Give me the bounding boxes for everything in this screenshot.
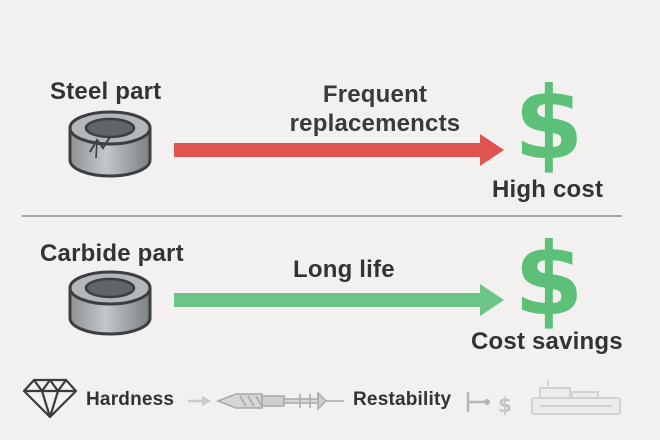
long-life-label: Long life [293,256,395,283]
hardness-label: Hardness [86,389,175,410]
dollar-icon: $ [498,393,512,417]
frequent-replacements-arrow [174,134,504,166]
restability-label: Restability [353,389,452,410]
long-life-arrow [174,284,504,316]
steel-part-icon [68,110,152,178]
dollar-icon-cost-savings: $ [514,221,584,338]
steel-part-label: Steel part [50,78,162,105]
dollar-icon-high-cost: $ [514,65,584,182]
cost-savings-label: Cost savings [471,328,623,355]
diamond-icon [22,378,78,419]
tool-icon [466,392,490,412]
high-cost-label: High cost [492,176,604,203]
carbide-part-icon [68,270,152,336]
carbide-part-label: Carbide part [40,240,184,267]
arrow-right-icon [188,396,211,406]
frequent-replacements-label: Frequent replacemencts [289,81,461,137]
drill-bit-icon [215,391,344,411]
machine-icon [531,380,621,415]
